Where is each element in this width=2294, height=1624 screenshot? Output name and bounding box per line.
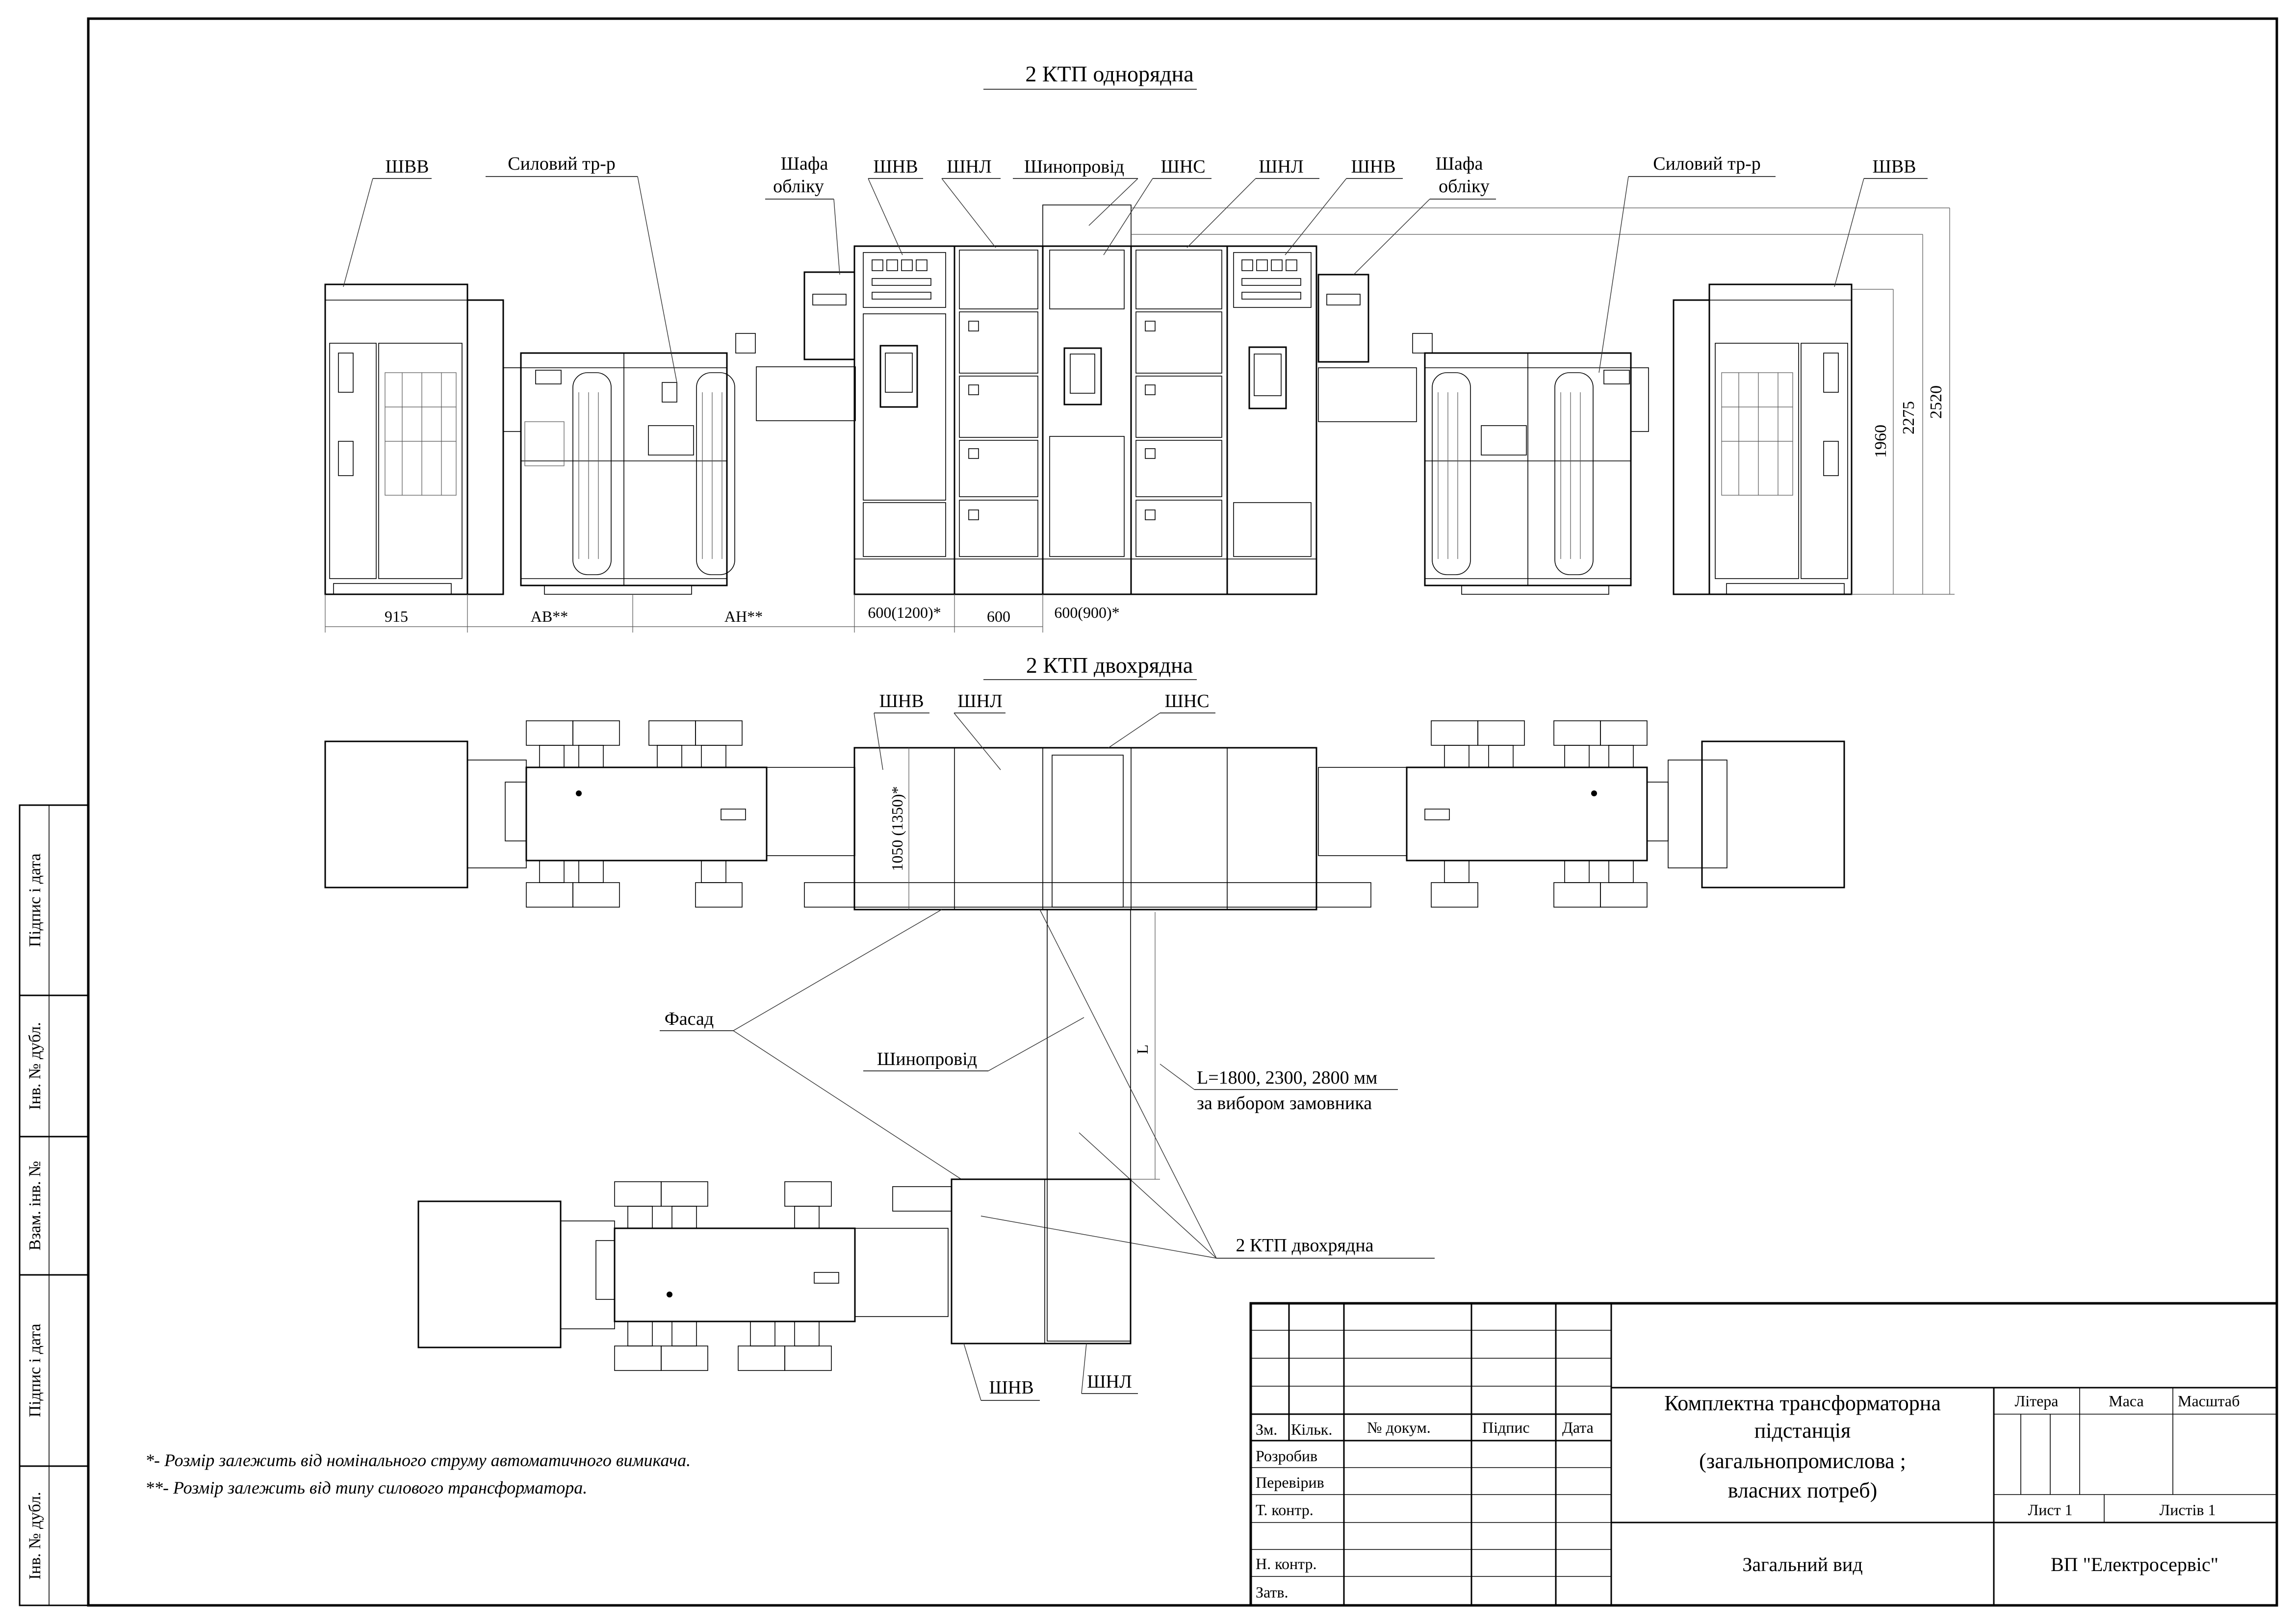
dim-1960: 1960 <box>1872 425 1890 458</box>
dim-2275: 2275 <box>1900 401 1918 434</box>
tb-n-kontr: Н. контр. <box>1256 1555 1317 1573</box>
meter-cabinet-left <box>803 271 855 360</box>
label-shnl-left: ШНЛ <box>947 156 992 177</box>
label-busbar-plan: Шинопровід <box>877 1049 977 1069</box>
plan-label-shns: ШНС <box>1164 691 1209 711</box>
dim-600-900: 600(900)* <box>1054 604 1119 621</box>
label-length-note-1: L=1800, 2300, 2800 мм <box>1197 1067 1377 1088</box>
label-meter-left-1: Шафа <box>781 153 828 174</box>
label-shnv-right: ШНВ <box>1351 156 1395 177</box>
tb-date: Дата <box>1562 1419 1594 1436</box>
tb-t-kontr: Т. контр. <box>1256 1501 1314 1519</box>
front-labels: ШВВ Силовий тр-р Шафа обліку ШНВ ШНЛ Шин… <box>343 153 1928 383</box>
dim-depth: 1050 (1350)* <box>888 786 906 871</box>
dim-600-1200: 600(1200)* <box>868 604 941 621</box>
duct-right <box>1318 367 1417 422</box>
transformer-left <box>503 333 756 595</box>
label-double-row-2: 2 КТП двохрядна <box>1236 1235 1373 1256</box>
title-single-row: 2 КТП однорядна <box>1025 61 1193 86</box>
label-facade: Фасад <box>665 1009 714 1029</box>
tb-pereviryv: Перевірив <box>1256 1473 1324 1491</box>
plan-labels-upper: ШНВ ШНЛ ШНС <box>874 691 1215 770</box>
tb-doc-no: № докум. <box>1367 1419 1431 1436</box>
tb-title-4: власних потреб) <box>1728 1478 1878 1502</box>
label-meter-right-2: обліку <box>1439 176 1490 197</box>
plan-lower-row: ШНВ ШНЛ <box>417 1178 1138 1401</box>
width-dimensions: 915 АВ** АН** 600(1200)* 600 600(900)* <box>325 594 1120 633</box>
note-2: **- Розмір залежить від типу силового тр… <box>145 1478 587 1497</box>
dim-av: АВ** <box>531 608 568 625</box>
label-bottom-shnv: ШНВ <box>989 1377 1033 1398</box>
label-bottom-shnl: ШНЛ <box>1087 1371 1132 1392</box>
tb-zatv: Затв. <box>1256 1583 1289 1601</box>
front-elevation: 1960 2275 2520 915 АВ** АН** 600(1200)* … <box>324 153 1955 633</box>
plan-upper-row: 1050 (1350)* <box>324 720 1845 911</box>
label-transformer-right: Силовий тр-р <box>1653 153 1760 174</box>
tb-masshtab: Масштаб <box>2178 1392 2240 1410</box>
label-shvv-left: ШВВ <box>385 156 429 177</box>
tb-zm: Зм. <box>1256 1421 1277 1438</box>
tb-kilk: Кільк. <box>1291 1421 1332 1438</box>
tb-title-1: Комплектна трансформаторна <box>1664 1391 1941 1415</box>
shvv-cabinet-left <box>324 283 504 595</box>
duct-left <box>756 366 856 421</box>
dim-915: 915 <box>385 608 408 625</box>
note-1: *- Розмір залежить від номінального стру… <box>145 1450 691 1470</box>
side-stamp: Підпис і дата Інв. № дубл. Взам. інв. № … <box>19 804 89 1606</box>
stamp-signature-1: Підпис і дата <box>26 853 44 947</box>
tb-title-3: (загальнопромислова ; <box>1699 1449 1906 1473</box>
dim-an: АН** <box>724 608 763 625</box>
label-shnl-right: ШНЛ <box>1259 156 1304 177</box>
dim-L: L <box>1134 1044 1151 1054</box>
tb-lyst: Лист 1 <box>2028 1501 2072 1519</box>
switchboard-lineup <box>853 204 1317 595</box>
tb-masa: Маса <box>2109 1392 2143 1410</box>
plan-label-shnl: ШНЛ <box>957 691 1003 711</box>
plan-annotations: Фасад Шинопровід L=1800, 2300, 2800 мм з… <box>660 909 1435 1259</box>
tb-rozrobyv: Розробив <box>1256 1447 1317 1465</box>
label-transformer-left: Силовий тр-р <box>508 153 615 174</box>
tb-subtitle: Загальний вид <box>1742 1553 1862 1575</box>
tb-litera: Літера <box>2015 1392 2059 1410</box>
tb-company: ВП "Електросервіс" <box>2051 1553 2218 1575</box>
tb-title-2: підстанція <box>1754 1419 1851 1443</box>
title-double-row: 2 КТП двохрядна <box>1026 653 1193 678</box>
label-meter-right-1: Шафа <box>1436 153 1483 174</box>
drawing-frame <box>87 17 2278 1607</box>
label-busbar: Шинопровід <box>1024 156 1124 177</box>
dim-600: 600 <box>987 608 1010 625</box>
busbar-corridor: L <box>1047 909 1160 1180</box>
label-shvv-right: ШВВ <box>1872 156 1916 177</box>
title-block: Зм. Кільк. № докум. Підпис Дата Розробив… <box>1249 1302 2278 1607</box>
plan-label-shnv: ШНВ <box>879 691 924 711</box>
height-dimensions: 1960 2275 2520 <box>1131 207 1955 595</box>
tb-signature: Підпис <box>1482 1419 1530 1436</box>
dim-2520: 2520 <box>1927 385 1945 419</box>
stamp-signature-2: Підпис і дата <box>26 1323 44 1417</box>
stamp-inv-dup-2: Інв. № дубл. <box>26 1492 44 1579</box>
stamp-replace-inv: Взам. інв. № <box>26 1161 44 1251</box>
tb-lystiv: Листів 1 <box>2159 1501 2216 1519</box>
label-shnv-left: ШНВ <box>873 156 918 177</box>
shvv-cabinet-right <box>1673 283 1853 595</box>
label-meter-left-2: обліку <box>773 176 824 197</box>
meter-cabinet-right <box>1317 274 1369 363</box>
label-length-note-2: за вибором замовника <box>1197 1093 1372 1114</box>
label-shns: ШНС <box>1160 156 1205 177</box>
transformer-right <box>1412 333 1649 595</box>
stamp-inv-dup-1: Інв. № дубл. <box>26 1022 44 1110</box>
